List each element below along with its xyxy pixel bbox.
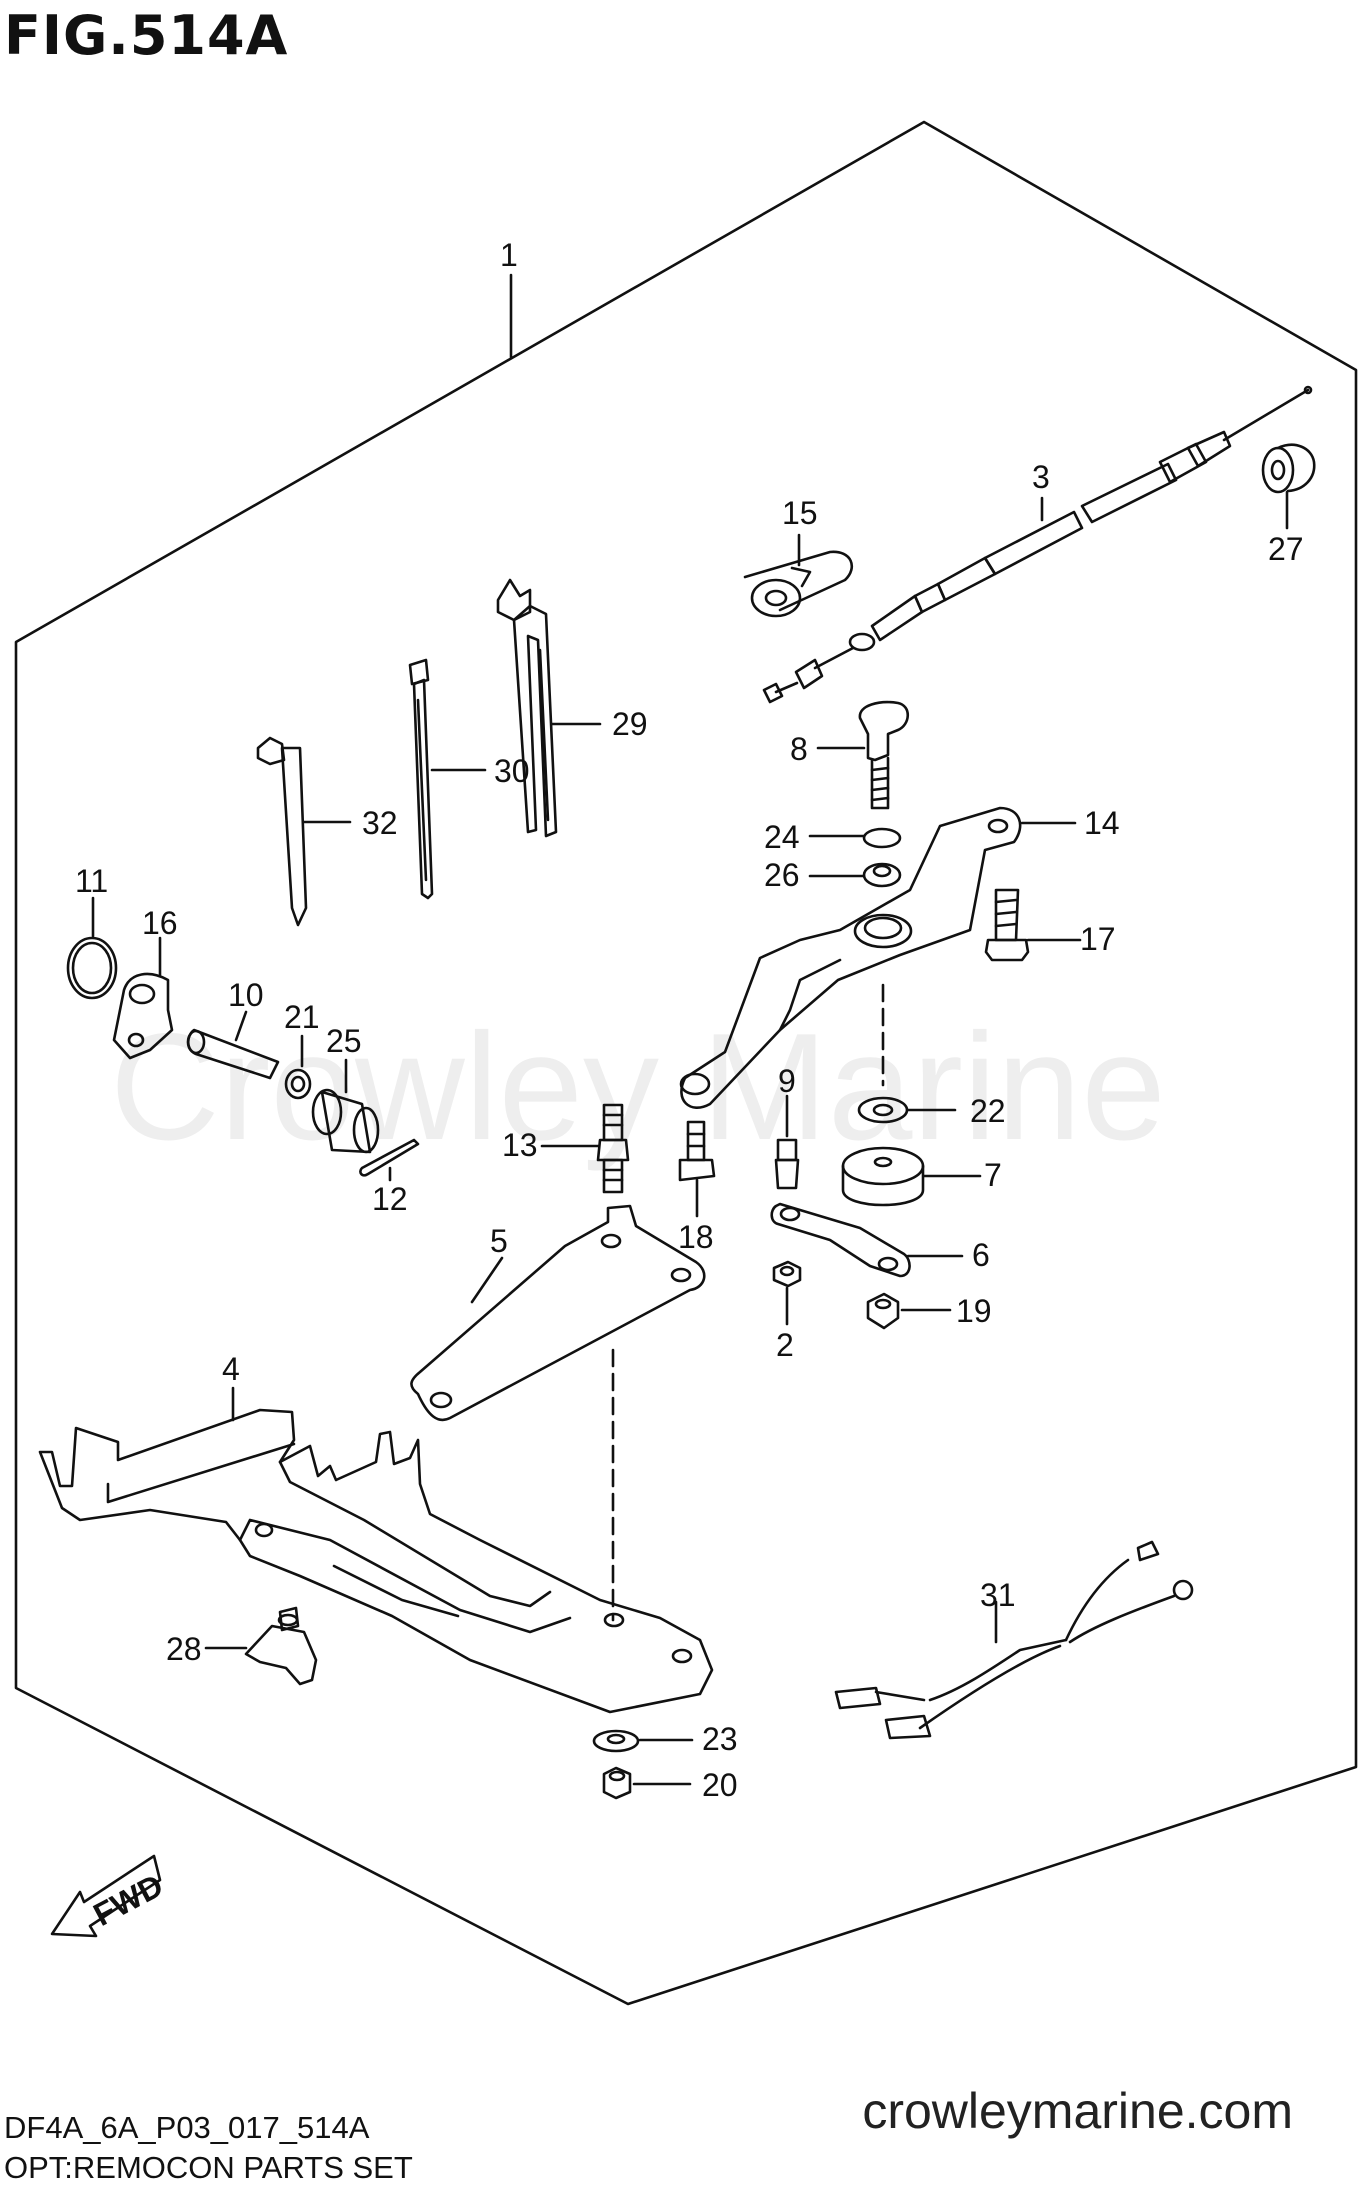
callout-12: 12: [372, 1181, 408, 1217]
kit-box-outline: [14, 120, 1358, 2006]
callout-23: 23: [702, 1721, 738, 1757]
callout-27: 27: [1268, 531, 1304, 567]
fwd-arrow-icon: FWD: [50, 1854, 169, 1938]
collar-25: [311, 1058, 380, 1154]
callout-15: 15: [782, 495, 818, 531]
stud-13: [540, 1103, 630, 1194]
diagram-code: DF4A_6A_P03_017_514A: [4, 2110, 370, 2145]
pin-8: [816, 700, 910, 810]
callout-1: 1: [500, 237, 518, 273]
callout-20: 20: [702, 1767, 738, 1803]
figure-title: FIG.514A: [4, 4, 289, 67]
plate-6: [770, 1202, 964, 1278]
harness-31: [834, 1540, 1194, 1740]
callout-8: 8: [790, 731, 808, 767]
bracket-4: [38, 1386, 714, 1714]
callout-3: 3: [1032, 459, 1050, 495]
callout-29: 29: [612, 706, 648, 742]
nut-2: [772, 1260, 802, 1326]
callout-5: 5: [490, 1223, 508, 1259]
callout-31: 31: [980, 1577, 1016, 1613]
stud-9: [774, 1094, 800, 1190]
ring-11: [66, 896, 118, 1000]
pin-10: [186, 1010, 280, 1080]
callout-16: 16: [142, 905, 178, 941]
bolt-18: [678, 1120, 716, 1218]
washer-26: [808, 862, 902, 888]
callout-18: 18: [678, 1219, 714, 1255]
callout-21: 21: [284, 999, 320, 1035]
damper-7: [841, 1146, 982, 1207]
washer-23: [592, 1729, 694, 1753]
callout-14: 14: [1084, 805, 1120, 841]
callout-30: 30: [494, 753, 530, 789]
callout-11: 11: [75, 863, 108, 899]
lever-16: [112, 936, 174, 1060]
diagram-subtitle: OPT:REMOCON PARTS SET: [4, 2150, 413, 2185]
grommet-27: [1261, 443, 1316, 530]
clip-24: [808, 827, 902, 849]
callout-26: 26: [764, 857, 800, 893]
tie-29: [496, 578, 602, 838]
callout-9: 9: [778, 1063, 796, 1099]
callout-6: 6: [972, 1237, 990, 1273]
cable-3: [762, 385, 1313, 704]
bracket-14: [679, 806, 1077, 1109]
callout-22: 22: [970, 1093, 1006, 1129]
washer-22: [857, 1096, 957, 1124]
callout-4: 4: [222, 1351, 240, 1387]
callout-17: 17: [1080, 921, 1116, 957]
bolt-17: [984, 888, 1082, 962]
nut-20: [602, 1766, 692, 1800]
cotter-pin-12: [359, 1138, 420, 1182]
tie-30: [408, 658, 487, 900]
callout-28: 28: [166, 1631, 202, 1667]
clip-32: [256, 736, 352, 927]
callout-24: 24: [764, 819, 800, 855]
clamp-28: [204, 1606, 318, 1686]
callout-19: 19: [956, 1293, 992, 1329]
callout-13: 13: [502, 1127, 538, 1163]
website-link[interactable]: crowleymarine.com: [862, 2083, 1293, 2139]
joint-15: [743, 533, 854, 618]
callout-7: 7: [984, 1157, 1002, 1193]
nut-19: [866, 1292, 952, 1330]
callout-10: 10: [228, 977, 264, 1013]
callout-32: 32: [362, 805, 398, 841]
callout-25: 25: [326, 1023, 362, 1059]
washer-21: [284, 1034, 312, 1100]
callout-numbers: 1 3 27 15 29 30 32 8 14 24 26 17 11 16 1…: [75, 237, 1304, 1803]
bracket-5: [410, 1204, 706, 1622]
callout-2: 2: [776, 1327, 794, 1363]
